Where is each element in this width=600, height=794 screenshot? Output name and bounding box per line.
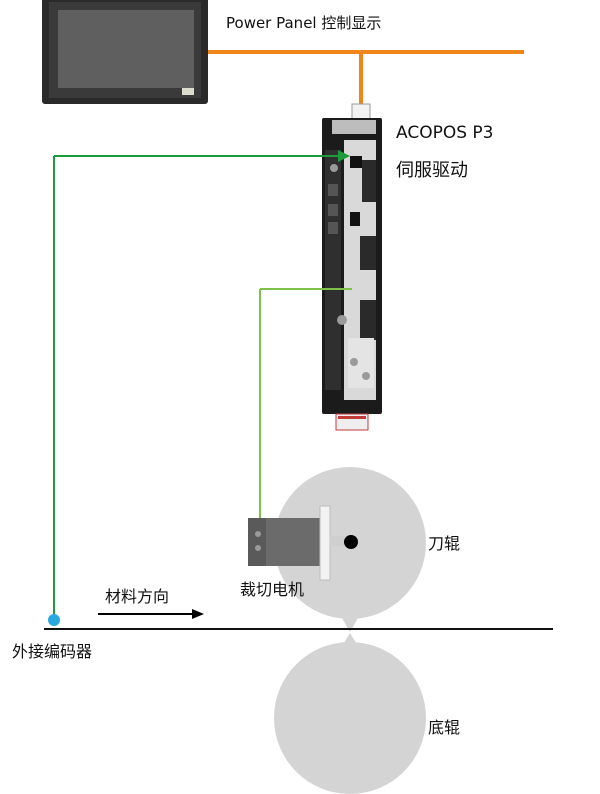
motor-connector — [255, 531, 261, 537]
motor-cable — [259, 288, 352, 520]
arrow-right-icon — [98, 609, 204, 619]
drive-model-label: ACOPOS P3 — [396, 123, 493, 143]
drive-desc-label: 伺服驱动 — [396, 160, 468, 181]
panel-screen — [58, 10, 194, 88]
motor-end-cap — [248, 518, 268, 566]
motor-label: 裁切电机 — [240, 580, 304, 599]
motor-connector — [255, 545, 261, 551]
ethernet-cable — [208, 50, 524, 112]
power-panel — [42, 0, 208, 104]
ethernet-plug — [351, 103, 371, 121]
connector-block — [362, 160, 376, 202]
encoder-label: 外接编码器 — [12, 642, 92, 661]
drive-screw — [350, 358, 358, 366]
knife-roller-label: 刀辊 — [428, 534, 460, 553]
bottom-roller — [274, 633, 426, 794]
connector-block — [360, 300, 376, 340]
knife-roller-blade — [342, 618, 358, 632]
bottom-roller-label: 底辊 — [428, 718, 460, 737]
drive-top-cap — [332, 120, 376, 134]
encoder-cable — [53, 155, 340, 620]
connector-block — [350, 156, 362, 168]
panel-sticker — [182, 88, 194, 95]
connector-block — [328, 184, 338, 196]
drive-screw — [337, 315, 347, 325]
drive-warning-stripe — [338, 416, 366, 419]
encoder-cable-arrowhead — [338, 150, 350, 162]
servo-motor — [248, 505, 344, 581]
connector-block — [360, 236, 376, 270]
motor-shaft — [330, 536, 344, 546]
connector-block — [328, 222, 338, 234]
drive-screw — [362, 372, 370, 380]
connector-block — [350, 212, 360, 226]
motor-flange — [319, 505, 331, 581]
encoder-dot-icon — [48, 614, 60, 626]
material-direction-label: 材料方向 — [105, 587, 169, 606]
bottom-roller-disc — [274, 642, 426, 794]
knife-roller — [274, 467, 426, 632]
drive-screw — [330, 164, 338, 172]
servo-drive — [322, 118, 382, 431]
motor-body — [266, 518, 320, 566]
knife-roller-hub — [344, 535, 358, 549]
connector-block — [328, 204, 338, 216]
panel-label: Power Panel 控制显示 — [226, 14, 381, 32]
